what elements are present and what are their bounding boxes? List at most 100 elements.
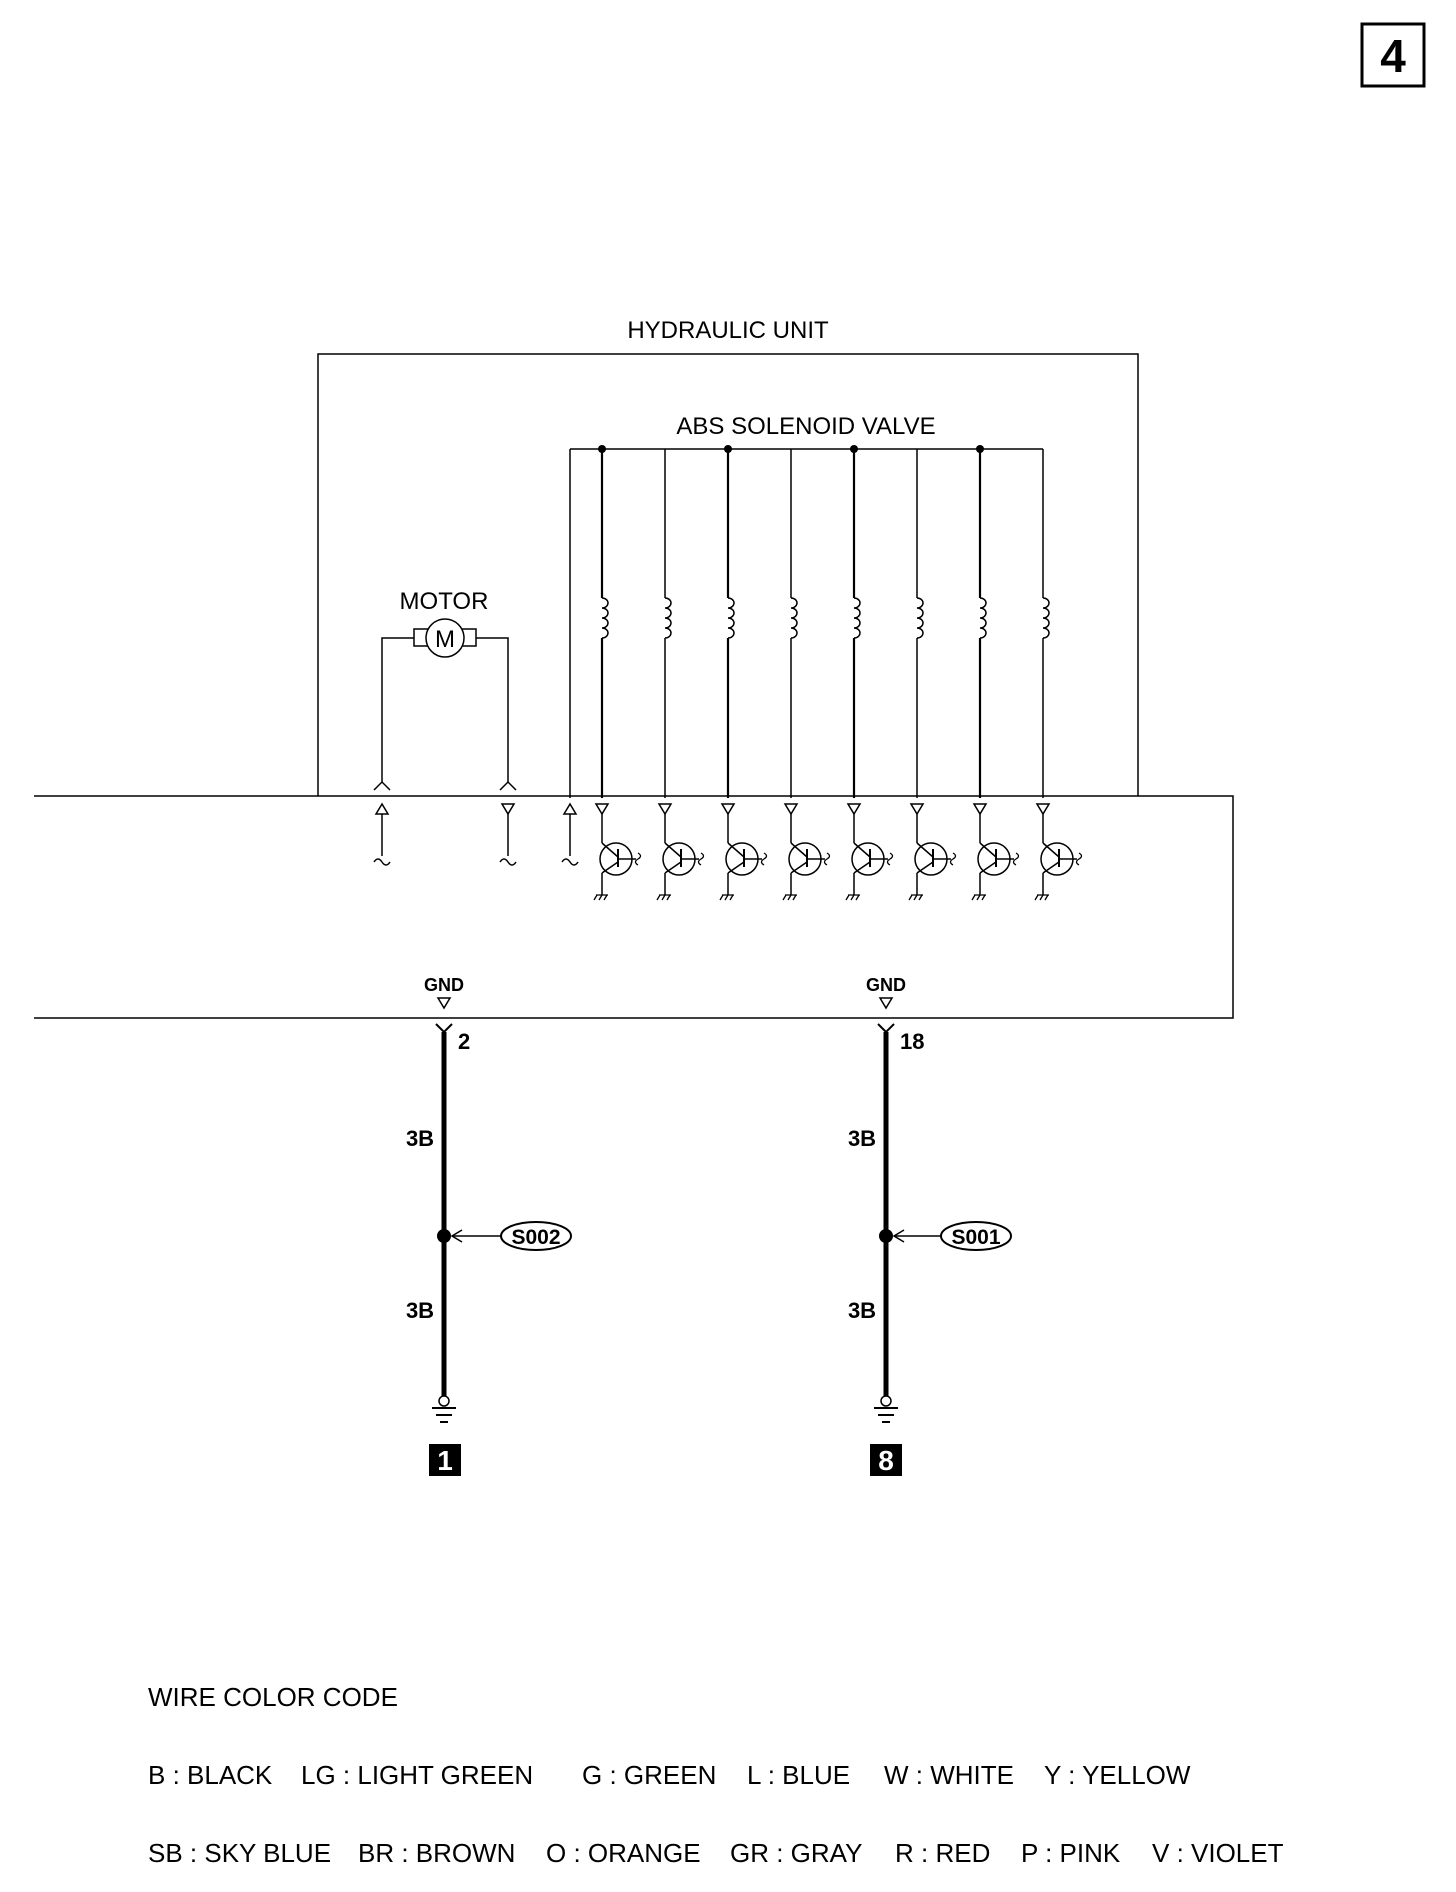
connector-icon [720,803,736,816]
ground-point-2: 8 [878,1445,894,1476]
chassis-ground-icon [593,894,608,901]
transistor-emitter [664,861,682,874]
motor-label: MOTOR [400,588,489,615]
coil-icon [601,597,609,639]
transistor-emitter [916,861,934,874]
legend-item: G : GREEN [582,1760,717,1790]
wiring-diagram: 4 HYDRAULIC UNIT ABS SOLENOID VALVE MOTO… [34,22,1426,1476]
connector-icon [1035,803,1051,816]
motor-wire-right [476,637,509,782]
transistor-emitter [727,861,745,874]
splice-badge-1 [500,1221,572,1251]
break-mark-icon [634,852,642,866]
legend-item: BR : BROWN [358,1838,516,1868]
connector-icon [594,803,610,816]
ground-circuit-2: GND 18 3B 3B S001 8 [848,975,1012,1476]
page-number: 4 [1380,30,1406,82]
transistor-emitter [979,861,997,874]
legend-item: B : BLACK [148,1760,273,1790]
chassis-ground-icon [1034,894,1049,901]
transistor-driver-5 [845,803,894,901]
solenoid-supply-connector-icon [561,802,579,866]
splice-badge-2 [940,1221,1012,1251]
coil-icon [853,597,861,639]
wire-label-lower-2: 3B [848,1298,876,1323]
splice-id-2: S001 [951,1226,1000,1249]
connector-icon [657,803,673,816]
wire-label-lower-1: 3B [406,1298,434,1323]
break-mark-icon [1012,852,1020,866]
coil-icon [1042,597,1050,639]
ground-icon-1 [438,1395,450,1407]
legend-item: O : ORANGE [546,1838,701,1868]
transistor-emitter [601,861,619,874]
transistor-driver-4 [782,803,831,901]
solenoid-coil-6 [916,449,924,798]
motor-connector-left-icon [373,780,391,866]
solenoid-coil-1 [598,445,609,798]
ground-circuit-1: GND 2 3B 3B S002 1 [406,975,572,1476]
ground-point-badge-1 [429,1444,461,1476]
hydraulic-unit-label: HYDRAULIC UNIT [627,317,829,344]
transistor-collector [727,842,745,858]
legend-row-2: SB : SKY BLUE BR : BROWN O : ORANGE GR :… [148,1840,1284,1866]
legend-row-1: B : BLACK LG : LIGHT GREEN G : GREEN L :… [148,1762,1284,1788]
ground-icon-2 [880,1395,892,1407]
transistor-driver-2 [656,803,705,901]
ground-point-1: 1 [437,1445,453,1476]
transistor-driver-8 [1034,803,1083,901]
transistor-collector [1042,842,1060,858]
transistor-collector [853,842,871,858]
motor-symbol: M [435,626,455,653]
legend-item: GR : GRAY [730,1838,863,1868]
legend-item: L : BLUE [747,1760,851,1790]
gnd-label-1: GND [424,975,464,995]
solenoid-coil-3 [724,445,735,798]
solenoid-coil-8 [1042,449,1050,798]
control-unit-box [34,795,1234,1019]
break-mark-icon [1075,852,1083,866]
legend-title: WIRE COLOR CODE [148,1682,398,1712]
legend-item: SB : SKY BLUE [148,1838,332,1868]
transistor-driver-7 [971,803,1020,901]
splice-point-1 [437,1229,451,1243]
transistor-collector [916,842,934,858]
wire-label-upper-2: 3B [848,1126,876,1151]
legend-item: P : PINK [1021,1838,1121,1868]
transistor-driver-6 [908,803,957,901]
connector-icon [972,803,988,816]
legend-item: LG : LIGHT GREEN [301,1760,534,1790]
ground-point-badge-2 [870,1444,902,1476]
solenoid-coils [598,445,1050,798]
motor-wire-left [381,637,414,782]
transistor-driver-3 [719,803,768,901]
chassis-ground-icon [719,894,734,901]
legend-item: Y : YELLOW [1044,1760,1191,1790]
break-mark-icon [949,852,957,866]
solenoid-coil-2 [664,449,672,798]
break-mark-icon [886,852,894,866]
break-mark-icon [823,852,831,866]
transistor-emitter [790,861,808,874]
legend-item: R : RED [895,1838,991,1868]
wire-label-upper-1: 3B [406,1126,434,1151]
chassis-ground-icon [656,894,671,901]
chassis-ground-icon [971,894,986,901]
transistor-drivers [593,803,1083,901]
splice-id-1: S002 [511,1226,560,1249]
transistor-emitter [1042,861,1060,874]
splice-point-2 [879,1229,893,1243]
transistor-collector [979,842,997,858]
break-mark-icon [760,852,768,866]
chassis-ground-icon [782,894,797,901]
connector-icon [783,803,799,816]
page-number-box [1360,22,1426,88]
legend-item: V : VIOLET [1152,1838,1284,1868]
transistor-driver-1 [593,803,642,901]
solenoid-valve-label: ABS SOLENOID VALVE [676,413,935,440]
solenoid-coil-5 [850,445,861,798]
hydraulic-unit-box [317,353,1139,796]
motor-icon: M [413,618,477,658]
coil-icon [916,597,924,639]
coil-icon [664,597,672,639]
